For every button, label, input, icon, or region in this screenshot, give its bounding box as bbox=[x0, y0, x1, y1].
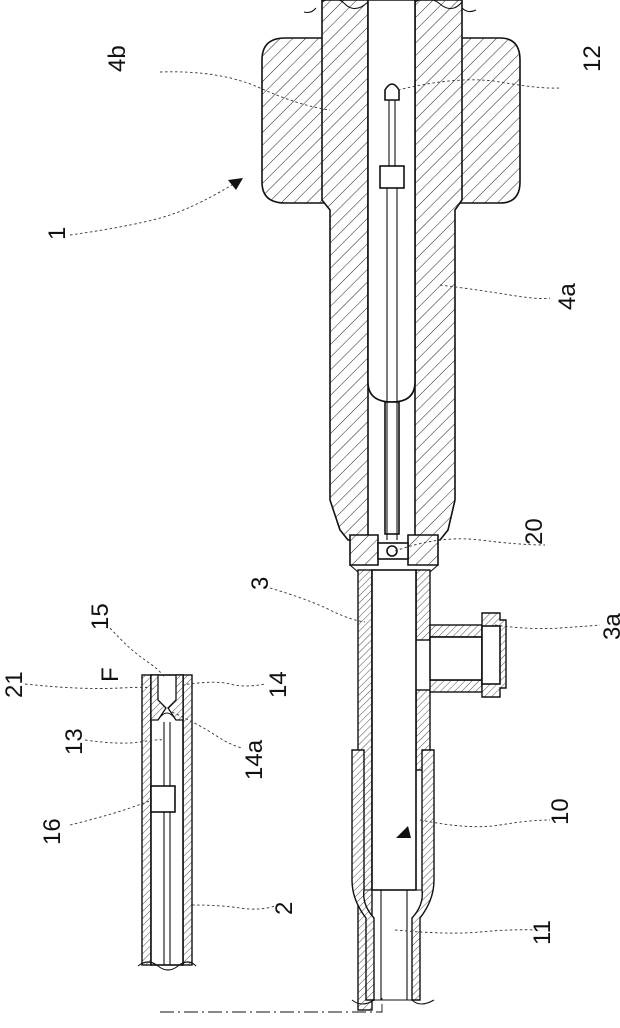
inner-tube-11 bbox=[372, 890, 416, 1000]
label-F: F bbox=[97, 667, 124, 682]
label-12: 12 bbox=[579, 45, 606, 72]
label-11: 11 bbox=[529, 920, 556, 945]
connector-20 bbox=[350, 535, 438, 572]
label-14a: 14a bbox=[241, 739, 268, 780]
label-4a: 4a bbox=[554, 283, 581, 310]
label-4b: 4b bbox=[104, 45, 131, 72]
arrow-1 bbox=[228, 178, 243, 190]
label-16: 16 bbox=[39, 818, 66, 845]
side-port-3a bbox=[430, 613, 506, 697]
label-21: 21 bbox=[1, 671, 28, 698]
center-axis-line bbox=[160, 995, 382, 1012]
label-13: 13 bbox=[61, 728, 88, 755]
label-2: 2 bbox=[271, 902, 298, 915]
central-bore bbox=[368, 0, 415, 534]
label-10: 10 bbox=[547, 798, 574, 825]
label-20: 20 bbox=[521, 518, 548, 545]
label-3: 3 bbox=[247, 577, 274, 590]
label-1: 1 bbox=[44, 227, 71, 240]
label-3a: 3a bbox=[599, 613, 620, 640]
label-15: 15 bbox=[87, 603, 114, 630]
label-14: 14 bbox=[265, 671, 292, 698]
